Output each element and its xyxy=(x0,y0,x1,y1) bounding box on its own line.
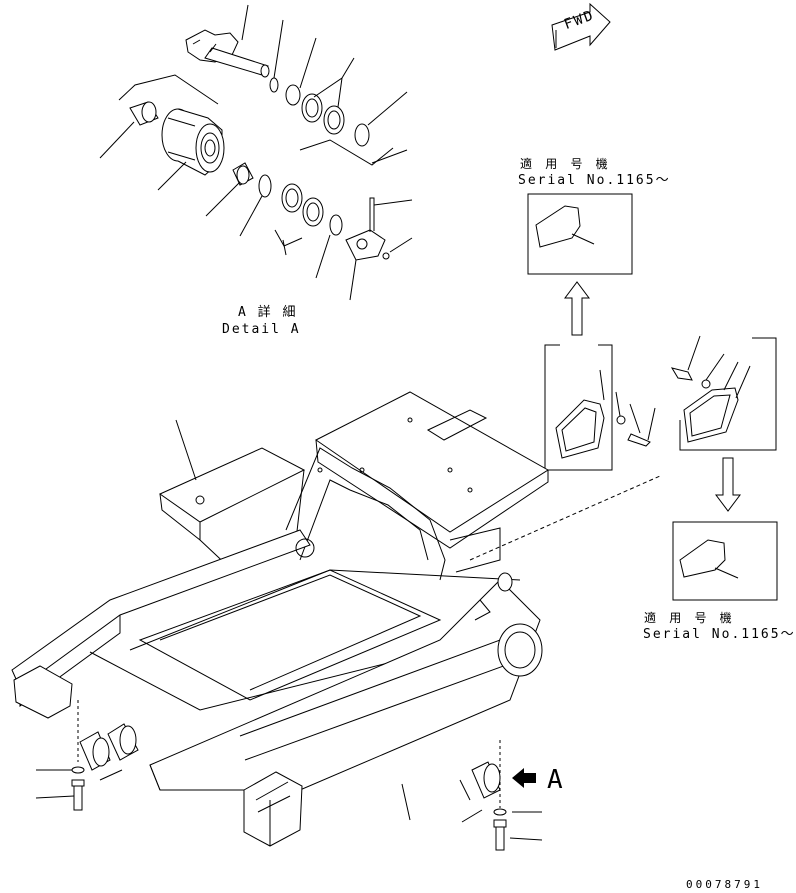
bushing xyxy=(129,101,159,126)
detail-title-jp: A 詳 細 xyxy=(238,305,298,320)
fwd-sign xyxy=(551,2,611,51)
o-ring-5 xyxy=(329,214,343,236)
serial-right-box xyxy=(672,521,778,601)
o-ring-4 xyxy=(258,174,272,198)
serial-right-jp: 適 用 号 機 xyxy=(644,611,735,625)
parts-diagram: A 詳 細 Detail A FWD 適 用 号 機 Serial No.116… xyxy=(11,2,794,891)
serial-top-jp: 適 用 号 機 xyxy=(520,157,611,171)
document-number: 00078791 xyxy=(686,878,763,891)
collar xyxy=(232,162,254,186)
detail-title-en: Detail A xyxy=(222,322,301,337)
floating-seal-3 xyxy=(281,183,303,213)
cover-box-left xyxy=(544,344,656,471)
rear-boss xyxy=(497,572,513,592)
floating-seal-1 xyxy=(301,93,323,123)
cover-box-right xyxy=(670,335,777,512)
detail-a-group xyxy=(99,4,413,301)
roller-right xyxy=(471,761,501,799)
track-roller xyxy=(161,108,225,176)
roller-left-2 xyxy=(107,723,139,761)
idler-ring xyxy=(497,623,543,677)
o-ring-3 xyxy=(354,123,370,147)
o-ring-1 xyxy=(269,77,279,93)
lower-rollers xyxy=(35,700,543,851)
track-frame xyxy=(11,391,549,847)
serial-top-en: Serial No.1165～ xyxy=(518,173,671,188)
floating-seal-4 xyxy=(302,197,324,227)
arrow-a-label: A xyxy=(547,765,563,795)
roller-left-1 xyxy=(79,731,111,771)
floating-seal-2 xyxy=(323,105,345,135)
arrow-a xyxy=(512,768,536,788)
roller-shaft xyxy=(185,29,270,78)
o-ring-2 xyxy=(285,84,301,106)
drawing-svg xyxy=(11,2,778,851)
serial-top-box xyxy=(527,193,633,336)
serial-right-en: Serial No.1165～ xyxy=(643,627,796,642)
end-collar xyxy=(345,197,390,261)
